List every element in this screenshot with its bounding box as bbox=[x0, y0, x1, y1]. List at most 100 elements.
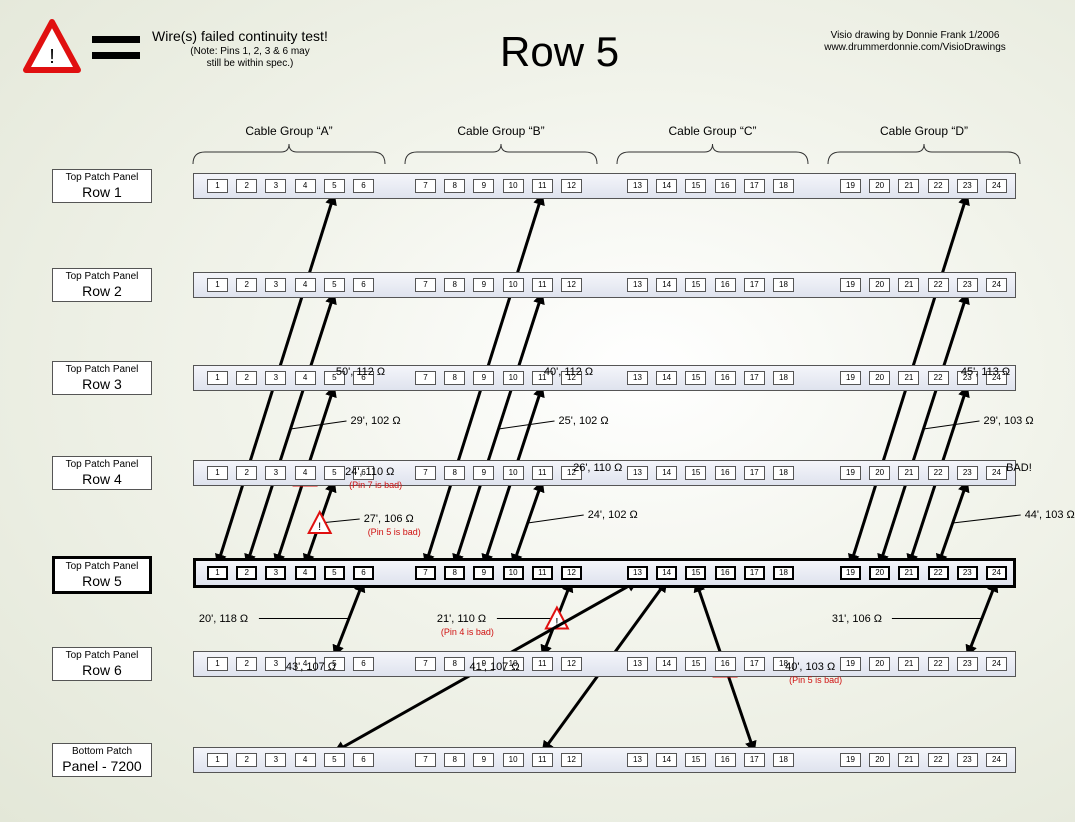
patch-port[interactable]: 22 bbox=[927, 657, 949, 671]
patch-port[interactable]: 14 bbox=[656, 657, 678, 671]
patch-port[interactable]: 4 bbox=[294, 657, 316, 671]
patch-port[interactable]: 3 bbox=[265, 566, 287, 580]
patch-port[interactable]: 15 bbox=[685, 371, 707, 385]
patch-port[interactable]: 19 bbox=[840, 466, 861, 480]
patch-port[interactable]: 11 bbox=[531, 657, 553, 671]
patch-port[interactable]: 8 bbox=[444, 466, 466, 480]
patch-port[interactable]: 13 bbox=[627, 657, 648, 671]
patch-port[interactable]: 18 bbox=[773, 179, 794, 193]
patch-port[interactable]: 10 bbox=[502, 753, 524, 767]
patch-port[interactable]: 19 bbox=[840, 371, 861, 385]
patch-port[interactable]: 5 bbox=[323, 278, 345, 292]
patch-port[interactable]: 4 bbox=[294, 179, 316, 193]
patch-port[interactable]: 11 bbox=[531, 179, 553, 193]
patch-port[interactable]: 24 bbox=[986, 179, 1007, 193]
patch-port[interactable]: 21 bbox=[898, 179, 920, 193]
patch-port[interactable]: 21 bbox=[898, 278, 920, 292]
patch-port[interactable]: 5 bbox=[323, 753, 345, 767]
patch-port[interactable]: 13 bbox=[627, 753, 648, 767]
patch-port[interactable]: 10 bbox=[502, 566, 524, 580]
patch-port[interactable]: 9 bbox=[473, 566, 495, 580]
patch-port[interactable]: 21 bbox=[898, 566, 920, 580]
patch-port[interactable]: 16 bbox=[714, 753, 736, 767]
patch-port[interactable]: 20 bbox=[869, 657, 891, 671]
patch-port[interactable]: 12 bbox=[561, 278, 582, 292]
patch-port[interactable]: 19 bbox=[840, 753, 861, 767]
patch-port[interactable]: 11 bbox=[531, 566, 553, 580]
patch-port[interactable]: 21 bbox=[898, 657, 920, 671]
patch-port[interactable]: 9 bbox=[473, 657, 495, 671]
patch-port[interactable]: 8 bbox=[444, 566, 466, 580]
patch-port[interactable]: 6 bbox=[353, 179, 374, 193]
patch-port[interactable]: 12 bbox=[561, 179, 582, 193]
patch-port[interactable]: 9 bbox=[473, 371, 495, 385]
patch-port[interactable]: 1 bbox=[207, 466, 228, 480]
patch-port[interactable]: 23 bbox=[956, 753, 978, 767]
patch-port[interactable]: 24 bbox=[986, 657, 1007, 671]
patch-port[interactable]: 13 bbox=[627, 179, 648, 193]
patch-port[interactable]: 22 bbox=[927, 466, 949, 480]
patch-port[interactable]: 15 bbox=[685, 566, 707, 580]
patch-port[interactable]: 24 bbox=[986, 371, 1007, 385]
patch-port[interactable]: 10 bbox=[502, 179, 524, 193]
patch-port[interactable]: 18 bbox=[773, 278, 794, 292]
patch-port[interactable]: 17 bbox=[743, 466, 765, 480]
patch-port[interactable]: 3 bbox=[265, 371, 287, 385]
patch-port[interactable]: 2 bbox=[236, 466, 258, 480]
patch-port[interactable]: 9 bbox=[473, 179, 495, 193]
patch-port[interactable]: 3 bbox=[265, 179, 287, 193]
patch-port[interactable]: 23 bbox=[956, 657, 978, 671]
patch-port[interactable]: 1 bbox=[207, 657, 228, 671]
patch-port[interactable]: 2 bbox=[236, 753, 258, 767]
patch-port[interactable]: 5 bbox=[323, 566, 345, 580]
patch-port[interactable]: 4 bbox=[294, 466, 316, 480]
patch-port[interactable]: 20 bbox=[869, 179, 891, 193]
patch-port[interactable]: 16 bbox=[714, 466, 736, 480]
patch-port[interactable]: 23 bbox=[956, 566, 978, 580]
patch-port[interactable]: 2 bbox=[236, 278, 258, 292]
patch-port[interactable]: 24 bbox=[986, 466, 1007, 480]
patch-port[interactable]: 22 bbox=[927, 179, 949, 193]
patch-port[interactable]: 1 bbox=[207, 753, 228, 767]
patch-port[interactable]: 19 bbox=[840, 278, 861, 292]
patch-port[interactable]: 10 bbox=[502, 278, 524, 292]
patch-port[interactable]: 3 bbox=[265, 278, 287, 292]
patch-port[interactable]: 18 bbox=[773, 657, 794, 671]
patch-port[interactable]: 5 bbox=[323, 657, 345, 671]
patch-port[interactable]: 24 bbox=[986, 566, 1007, 580]
patch-port[interactable]: 4 bbox=[294, 566, 316, 580]
patch-port[interactable]: 3 bbox=[265, 753, 287, 767]
patch-port[interactable]: 6 bbox=[353, 371, 374, 385]
patch-port[interactable]: 24 bbox=[986, 753, 1007, 767]
patch-port[interactable]: 13 bbox=[627, 278, 648, 292]
patch-port[interactable]: 16 bbox=[714, 371, 736, 385]
patch-port[interactable]: 5 bbox=[323, 371, 345, 385]
patch-port[interactable]: 1 bbox=[207, 566, 228, 580]
patch-port[interactable]: 5 bbox=[323, 466, 345, 480]
patch-port[interactable]: 9 bbox=[473, 466, 495, 480]
patch-port[interactable]: 17 bbox=[743, 753, 765, 767]
patch-port[interactable]: 22 bbox=[927, 371, 949, 385]
patch-port[interactable]: 15 bbox=[685, 179, 707, 193]
patch-port[interactable]: 21 bbox=[898, 371, 920, 385]
patch-port[interactable]: 23 bbox=[956, 466, 978, 480]
patch-port[interactable]: 1 bbox=[207, 371, 228, 385]
patch-port[interactable]: 12 bbox=[561, 657, 582, 671]
patch-port[interactable]: 20 bbox=[869, 278, 891, 292]
patch-port[interactable]: 10 bbox=[502, 466, 524, 480]
patch-port[interactable]: 22 bbox=[927, 566, 949, 580]
patch-port[interactable]: 7 bbox=[415, 753, 436, 767]
patch-port[interactable]: 7 bbox=[415, 466, 436, 480]
patch-port[interactable]: 16 bbox=[714, 278, 736, 292]
patch-port[interactable]: 17 bbox=[743, 371, 765, 385]
patch-port[interactable]: 8 bbox=[444, 753, 466, 767]
patch-port[interactable]: 1 bbox=[207, 278, 228, 292]
patch-port[interactable]: 18 bbox=[773, 466, 794, 480]
patch-port[interactable]: 20 bbox=[869, 466, 891, 480]
patch-port[interactable]: 15 bbox=[685, 753, 707, 767]
patch-port[interactable]: 3 bbox=[265, 466, 287, 480]
patch-port[interactable]: 7 bbox=[415, 566, 436, 580]
patch-port[interactable]: 21 bbox=[898, 753, 920, 767]
patch-port[interactable]: 19 bbox=[840, 566, 861, 580]
patch-port[interactable]: 9 bbox=[473, 278, 495, 292]
